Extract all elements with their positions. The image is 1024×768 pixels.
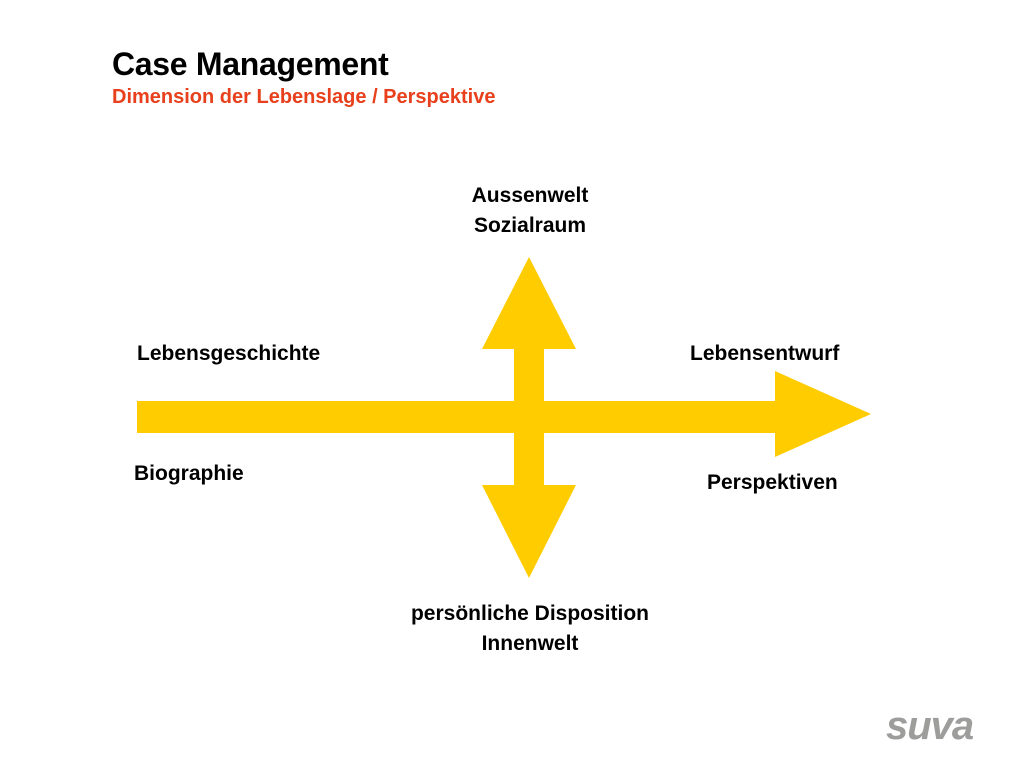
- horizontal-arrow-shaft: [137, 401, 783, 433]
- label-aussenwelt-line2: Sozialraum: [473, 214, 587, 237]
- label-innenwelt: persönliche Disposition Innenwelt: [370, 599, 690, 659]
- label-aussenwelt: Aussenwelt Sozialraum: [380, 181, 680, 241]
- label-perspektiven: Perspektiven: [707, 471, 838, 494]
- label-aussenwelt-line1: Aussenwelt: [471, 184, 589, 207]
- label-innenwelt-line1: persönliche Disposition: [410, 602, 650, 625]
- right-arrow-head: [775, 371, 871, 457]
- label-lebensentwurf: Lebensentwurf: [690, 342, 840, 365]
- down-arrow-head: [482, 485, 576, 578]
- slide-title: Case Management: [112, 46, 389, 82]
- slide-subtitle: Dimension der Lebenslage / Perspektive: [112, 86, 496, 108]
- suva-logo: suva: [886, 704, 974, 748]
- vertical-arrow-shaft: [514, 344, 544, 490]
- label-innenwelt-line2: Innenwelt: [481, 632, 579, 655]
- label-biographie: Biographie: [134, 462, 244, 485]
- label-lebensgeschichte: Lebensgeschichte: [137, 342, 321, 365]
- up-arrow-head: [482, 257, 576, 349]
